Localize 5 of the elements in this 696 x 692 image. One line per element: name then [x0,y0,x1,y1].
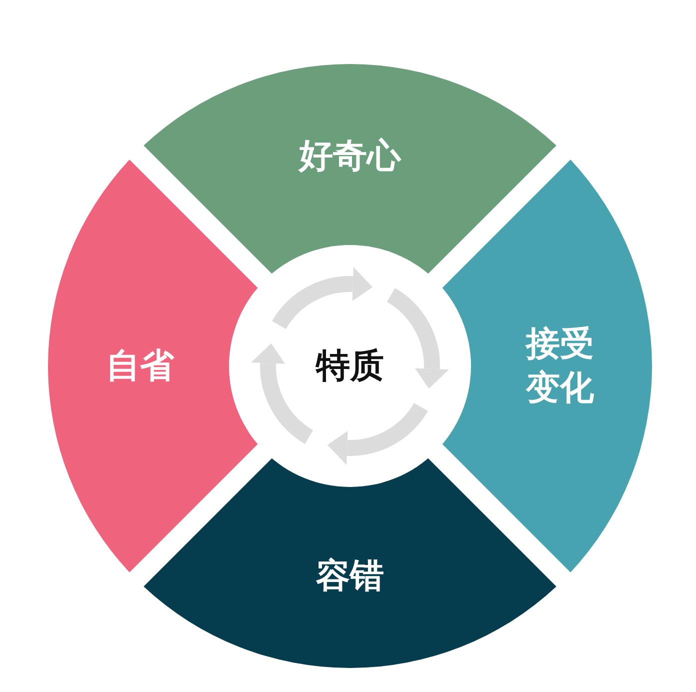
segment-label: 接受变化 [524,323,595,410]
segment-label: 好奇心 [297,135,402,178]
segment-label: 容错 [315,555,385,598]
segment-label: 特质 [314,345,385,388]
segment-label: 自省 [105,345,176,388]
